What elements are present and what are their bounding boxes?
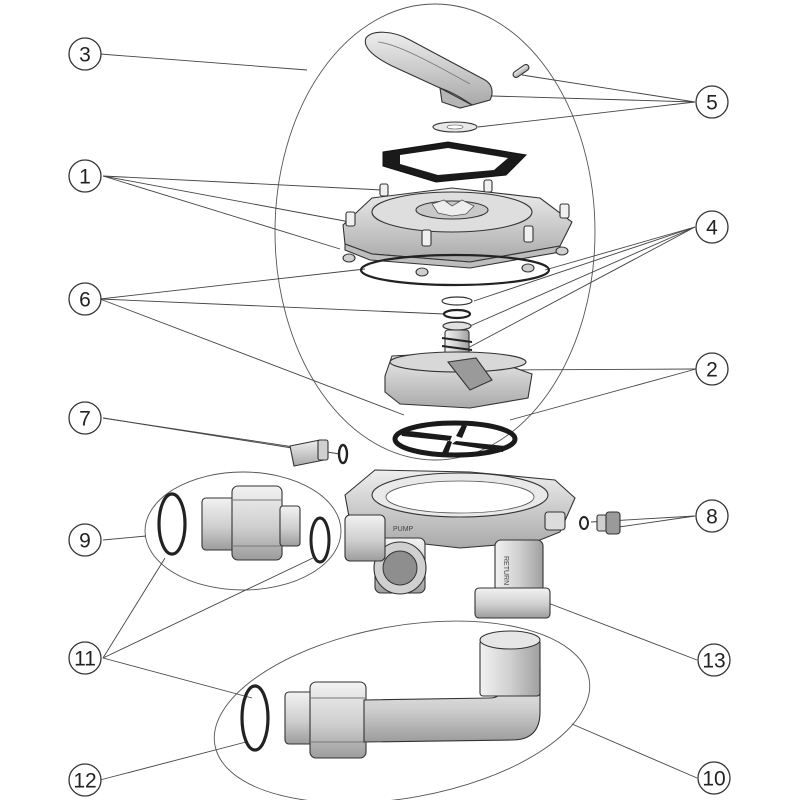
callout-11: 11 — [68, 641, 102, 675]
group-ellipse-elbow-pipe — [213, 620, 591, 804]
callout-12: 12 — [68, 763, 102, 797]
callout-4-label: 4 — [706, 217, 718, 240]
body-label-return: RETURN — [502, 556, 509, 585]
group-ellipse-union-fitting — [144, 471, 342, 591]
callout-8: 8 — [695, 499, 729, 533]
callout-5-label: 5 — [706, 92, 718, 115]
handle-pin — [512, 64, 530, 78]
drain-plug — [579, 511, 621, 535]
shaft-washer-top — [441, 296, 473, 306]
callout-8-label: 8 — [706, 506, 718, 529]
callout-1-label: 1 — [79, 166, 91, 189]
callout-7: 7 — [68, 401, 102, 435]
elbow-pipe — [240, 630, 541, 759]
leader-lines — [99, 53, 698, 781]
callout-11-label: 11 — [74, 648, 96, 671]
callout-4: 4 — [695, 210, 729, 244]
callout-5: 5 — [695, 85, 729, 119]
union-fitting — [157, 485, 331, 564]
callout-6: 6 — [68, 282, 102, 316]
callout-9-label: 9 — [79, 530, 91, 553]
cover-gasket — [382, 141, 528, 183]
shaft-o-ring — [442, 308, 472, 320]
star-gasket — [392, 420, 518, 458]
washer-hole — [446, 124, 464, 130]
handle — [364, 31, 493, 109]
callout-2: 2 — [695, 352, 729, 386]
callout-9: 9 — [68, 523, 102, 557]
valve-body: PUMP RETURN — [344, 469, 576, 619]
callout-7-label: 7 — [79, 408, 91, 431]
callout-10-label: 10 — [702, 768, 725, 791]
callout-2-label: 2 — [706, 359, 718, 382]
callout-3: 3 — [68, 37, 102, 71]
callout-12-label: 12 — [73, 770, 96, 793]
callout-3-label: 3 — [79, 44, 91, 67]
cover-o-ring — [359, 253, 551, 287]
callout-13: 13 — [697, 643, 731, 677]
callout-1: 1 — [68, 159, 102, 193]
rotor-disc — [384, 351, 533, 409]
shaft-washer — [442, 321, 472, 331]
callout-10: 10 — [697, 761, 731, 795]
callout-6-label: 6 — [79, 289, 91, 312]
body-label-pump: PUMP — [393, 526, 414, 533]
cover-screws — [345, 179, 570, 247]
group-ellipse-top-assembly — [274, 3, 596, 461]
callout-13-label: 13 — [702, 650, 725, 673]
adapter-7 — [289, 439, 349, 467]
cover-nuts — [342, 246, 569, 277]
